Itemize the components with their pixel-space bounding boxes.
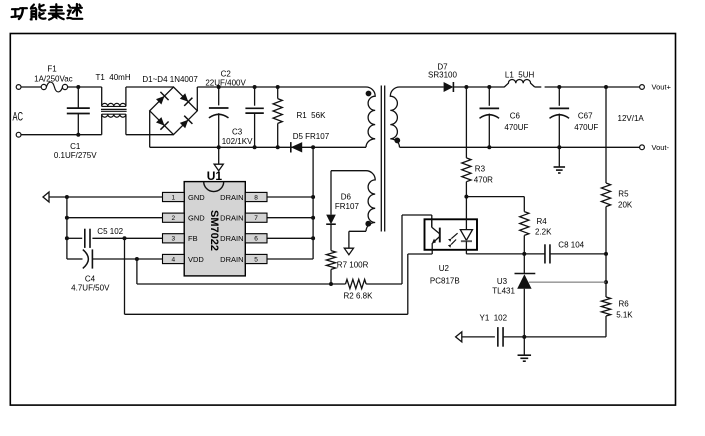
- svg-text:D5 FR107: D5 FR107: [293, 132, 330, 141]
- svg-text:R2 6.8K: R2 6.8K: [344, 291, 374, 300]
- svg-text:R6: R6: [619, 300, 630, 309]
- svg-text:0.1UF/275V: 0.1UF/275V: [54, 151, 97, 160]
- svg-text:D1~D4 1N4007: D1~D4 1N4007: [142, 75, 198, 84]
- svg-text:DRAIN: DRAIN: [220, 255, 243, 264]
- svg-text:7: 7: [254, 215, 258, 222]
- svg-text:R7 100R: R7 100R: [337, 260, 369, 269]
- svg-text:R3: R3: [475, 164, 486, 173]
- svg-text:3: 3: [171, 236, 175, 243]
- svg-text:22UF/400V: 22UF/400V: [205, 78, 246, 87]
- svg-text:U1: U1: [207, 169, 223, 183]
- svg-text:DRAIN: DRAIN: [220, 234, 243, 243]
- svg-text:470R: 470R: [474, 175, 493, 184]
- svg-text:470UF: 470UF: [574, 123, 598, 132]
- svg-text:R4: R4: [537, 217, 548, 226]
- svg-text:C67: C67: [578, 112, 593, 121]
- svg-text:C6: C6: [510, 112, 521, 121]
- svg-text:D7: D7: [437, 63, 448, 72]
- svg-text:R1 56K: R1 56K: [297, 111, 327, 120]
- svg-text:FB: FB: [188, 234, 198, 243]
- svg-text:D6: D6: [341, 192, 352, 201]
- svg-text:C4: C4: [85, 275, 96, 284]
- svg-text:F1: F1: [47, 64, 57, 73]
- svg-text:SM7022: SM7022: [208, 210, 220, 251]
- svg-text:C5 102: C5 102: [97, 227, 123, 236]
- svg-text:5: 5: [254, 256, 258, 263]
- svg-text:L1 5UH: L1 5UH: [505, 71, 535, 80]
- svg-text:Vout+: Vout+: [652, 83, 672, 92]
- svg-text:8: 8: [254, 194, 258, 201]
- svg-text:PC817B: PC817B: [430, 277, 460, 286]
- svg-text:U3: U3: [497, 277, 508, 286]
- svg-text:1: 1: [171, 194, 175, 201]
- svg-text:TL431: TL431: [492, 286, 515, 295]
- svg-text:20K: 20K: [618, 201, 633, 210]
- svg-text:C2: C2: [221, 69, 232, 78]
- svg-text:2.2K: 2.2K: [535, 227, 552, 236]
- svg-text:GND: GND: [188, 214, 205, 223]
- svg-text:AC: AC: [13, 109, 24, 123]
- svg-text:C1: C1: [70, 142, 81, 151]
- svg-text:Y1 102: Y1 102: [480, 313, 508, 322]
- svg-text:GND: GND: [188, 193, 205, 202]
- svg-text:102/1KV: 102/1KV: [222, 137, 253, 146]
- svg-text:12V/1A: 12V/1A: [618, 114, 645, 123]
- svg-text:Vout-: Vout-: [652, 143, 670, 152]
- svg-text:C3: C3: [232, 127, 243, 136]
- svg-text:2: 2: [171, 215, 175, 222]
- svg-text:DRAIN: DRAIN: [220, 214, 243, 223]
- svg-text:6: 6: [254, 236, 258, 243]
- svg-text:470UF: 470UF: [504, 123, 528, 132]
- svg-text:4: 4: [171, 256, 175, 263]
- svg-text:1A/250Vac: 1A/250Vac: [34, 74, 73, 83]
- svg-text:DRAIN: DRAIN: [220, 193, 243, 202]
- svg-text:5.1K: 5.1K: [616, 311, 633, 320]
- svg-text:T1 40mH: T1 40mH: [96, 73, 131, 82]
- svg-text:FR107: FR107: [335, 202, 360, 211]
- svg-text:VDD: VDD: [188, 255, 204, 264]
- svg-text:R5: R5: [618, 189, 629, 198]
- svg-text:C8 104: C8 104: [558, 240, 584, 249]
- svg-text:SR3100: SR3100: [428, 70, 457, 79]
- svg-text:4.7UF/50V: 4.7UF/50V: [71, 284, 110, 293]
- svg-text:U2: U2: [439, 264, 450, 273]
